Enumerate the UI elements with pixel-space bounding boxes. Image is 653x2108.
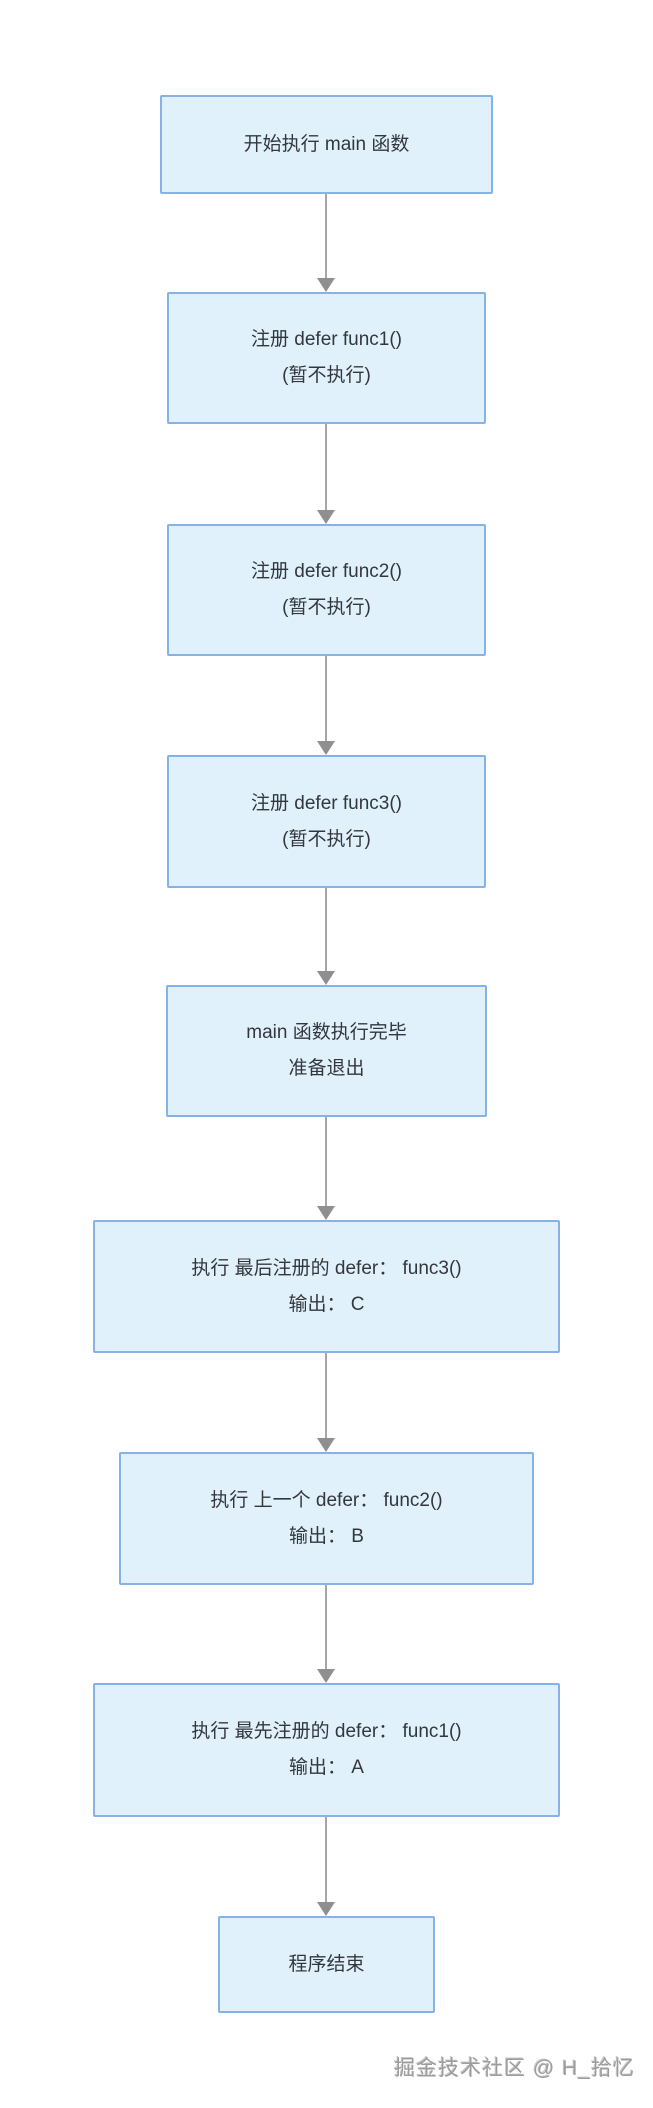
- node-line: 注册 defer func3(): [251, 792, 402, 814]
- arrow-head-icon: [317, 1438, 335, 1452]
- node-line: 执行 上一个 defer： func2(): [210, 1489, 443, 1511]
- node-line: 输出： C: [288, 1293, 365, 1315]
- arrow-head-icon: [317, 971, 335, 985]
- flow-node-exec-defer-func2: 执行 上一个 defer： func2() 输出： B: [119, 1452, 534, 1585]
- flow-arrow-7: [317, 1585, 335, 1683]
- flow-node-main-finished: main 函数执行完毕 准备退出: [166, 985, 487, 1117]
- flow-node-register-defer-func1: 注册 defer func1() (暂不执行): [167, 292, 486, 424]
- node-line: 准备退出: [288, 1058, 365, 1079]
- flow-arrow-1: [317, 194, 335, 292]
- arrow-line: [325, 194, 327, 278]
- arrow-line: [325, 1117, 327, 1206]
- node-line: 执行 最先注册的 defer： func1(): [191, 1721, 462, 1742]
- node-line: 输出： B: [289, 1525, 364, 1547]
- flow-node-register-defer-func3: 注册 defer func3() (暂不执行): [167, 755, 486, 888]
- flow-arrow-3: [317, 656, 335, 755]
- node-line: (暂不执行): [282, 365, 371, 386]
- node-line: 输出： A: [289, 1757, 364, 1778]
- flow-node-program-end: 程序结束: [218, 1916, 435, 2013]
- node-line: 执行 最后注册的 defer： func3(): [191, 1257, 462, 1279]
- flow-node-exec-defer-func1: 执行 最先注册的 defer： func1() 输出： A: [93, 1683, 560, 1817]
- node-line: (暂不执行): [282, 828, 371, 850]
- arrow-line: [325, 888, 327, 971]
- node-line: 开始执行 main 函数: [243, 133, 410, 155]
- node-line: (暂不执行): [282, 597, 371, 618]
- flow-arrow-4: [317, 888, 335, 985]
- node-line: 注册 defer func1(): [251, 329, 402, 350]
- arrow-head-icon: [317, 510, 335, 524]
- flow-node-exec-defer-func3: 执行 最后注册的 defer： func3() 输出： C: [93, 1220, 560, 1353]
- arrow-head-icon: [317, 1902, 335, 1916]
- arrow-line: [325, 1585, 327, 1669]
- arrow-line: [325, 424, 327, 510]
- flow-arrow-5: [317, 1117, 335, 1220]
- arrow-line: [325, 1353, 327, 1438]
- arrow-head-icon: [317, 278, 335, 292]
- flow-arrow-6: [317, 1353, 335, 1452]
- flow-node-start-main: 开始执行 main 函数: [160, 95, 493, 194]
- flow-arrow-2: [317, 424, 335, 524]
- node-line: 程序结束: [288, 1953, 365, 1975]
- watermark: 掘金技术社区 @ H_拾忆: [394, 2057, 635, 2080]
- flow-arrow-8: [317, 1817, 335, 1916]
- arrow-line: [325, 1817, 327, 1902]
- arrow-line: [325, 656, 327, 741]
- arrow-head-icon: [317, 741, 335, 755]
- node-line: main 函数执行完毕: [246, 1022, 407, 1043]
- flow-node-register-defer-func2: 注册 defer func2() (暂不执行): [167, 524, 486, 656]
- arrow-head-icon: [317, 1669, 335, 1683]
- node-line: 注册 defer func2(): [251, 561, 402, 582]
- arrow-head-icon: [317, 1206, 335, 1220]
